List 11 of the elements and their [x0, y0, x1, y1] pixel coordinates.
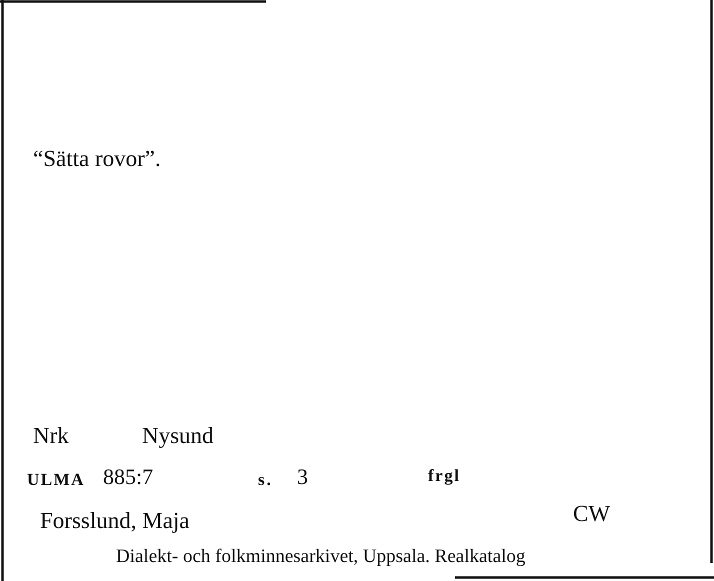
record-number: 885:7 — [103, 466, 154, 488]
parish-code: Nrk — [33, 424, 69, 447]
archive-footer: Dialekt- och folkminnesarkivet, Uppsala. Realkatalog — [116, 547, 526, 566]
title-text: “Sätta rovor”. — [33, 147, 161, 170]
parish-name: Nysund — [142, 424, 214, 447]
archive-code: ULMA — [27, 471, 85, 488]
page-marker: s. — [258, 471, 273, 488]
informant-name: Forsslund, Maja — [40, 509, 190, 532]
category-code: frgl — [428, 467, 460, 484]
recorder-initials: CW — [573, 502, 610, 525]
page-number: 3 — [297, 466, 308, 488]
